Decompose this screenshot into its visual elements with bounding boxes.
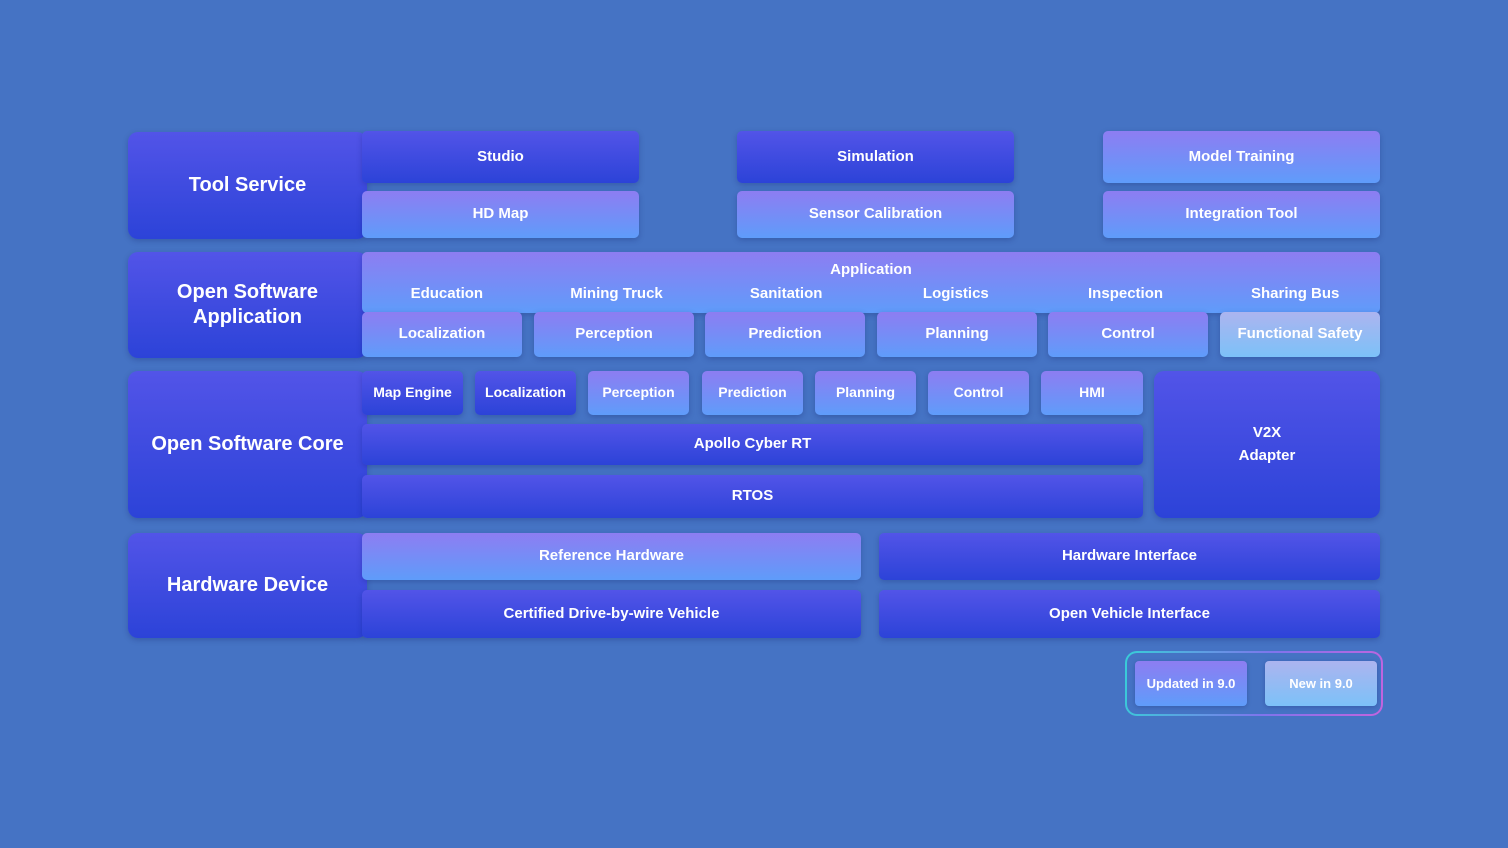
hardware-interface-box: Hardware Interface bbox=[879, 533, 1380, 580]
application-domain-education: Education bbox=[410, 285, 484, 303]
application-domain-logistics: Logistics bbox=[922, 285, 989, 303]
legend-new-chip: New in 9.0 bbox=[1265, 661, 1377, 706]
core-module-hmi-box: HMI bbox=[1041, 371, 1143, 415]
legend-inner: Updated in 9.0 New in 9.0 bbox=[1127, 653, 1381, 714]
tool-model-training-box: Model Training bbox=[1103, 131, 1380, 183]
category-open-software-core: Open Software Core bbox=[128, 371, 367, 518]
core-module-map-engine-box: Map Engine bbox=[362, 371, 463, 415]
category-hardware-device: Hardware Device bbox=[128, 533, 367, 638]
core-cyber-rt-box: Apollo Cyber RT bbox=[362, 424, 1143, 465]
core-module-planning-box: Planning bbox=[815, 371, 916, 415]
application-domain-mining-truck: Mining Truck bbox=[570, 285, 663, 303]
application-domain-inspection: Inspection bbox=[1088, 285, 1164, 303]
core-rtos-box: RTOS bbox=[362, 475, 1143, 518]
hardware-certified-vehicle-box: Certified Drive-by-wire Vehicle bbox=[362, 590, 861, 638]
core-v2x-adapter-box: V2X Adapter bbox=[1154, 371, 1380, 518]
legend-frame: Updated in 9.0 New in 9.0 bbox=[1125, 651, 1383, 716]
application-domain-sanitation: Sanitation bbox=[749, 285, 823, 303]
application-domains-row: Education Mining Truck Sanitation Logist… bbox=[362, 285, 1380, 304]
hardware-open-vehicle-interface-box: Open Vehicle Interface bbox=[879, 590, 1380, 638]
core-module-localization-box: Localization bbox=[475, 371, 576, 415]
app-module-control-box: Control bbox=[1048, 312, 1208, 357]
app-module-perception-box: Perception bbox=[534, 312, 694, 357]
app-module-functional-safety-box: Functional Safety bbox=[1220, 312, 1380, 357]
app-module-planning-box: Planning bbox=[877, 312, 1037, 357]
legend-updated-chip: Updated in 9.0 bbox=[1135, 661, 1247, 706]
hardware-reference-hardware-box: Reference Hardware bbox=[362, 533, 861, 580]
v2x-label-line1: V2X bbox=[1252, 424, 1282, 441]
core-module-perception-box: Perception bbox=[588, 371, 689, 415]
app-module-prediction-box: Prediction bbox=[705, 312, 865, 357]
application-group-box: Application Education Mining Truck Sanit… bbox=[362, 252, 1380, 313]
application-domain-sharing-bus: Sharing Bus bbox=[1251, 285, 1340, 303]
v2x-label-line2: Adapter bbox=[1238, 446, 1296, 464]
tool-studio-box: Studio bbox=[362, 131, 639, 183]
tool-integration-tool-box: Integration Tool bbox=[1103, 191, 1380, 238]
tool-sensor-calibration-box: Sensor Calibration bbox=[737, 191, 1014, 238]
core-module-prediction-box: Prediction bbox=[702, 371, 803, 415]
app-module-localization-box: Localization bbox=[362, 312, 522, 357]
core-module-control-box: Control bbox=[928, 371, 1029, 415]
category-open-software-application: Open Software Application bbox=[128, 252, 367, 358]
category-tool-service: Tool Service bbox=[128, 132, 367, 239]
tool-hd-map-box: HD Map bbox=[362, 191, 639, 238]
application-title: Application bbox=[830, 260, 912, 278]
tool-simulation-box: Simulation bbox=[737, 131, 1014, 183]
